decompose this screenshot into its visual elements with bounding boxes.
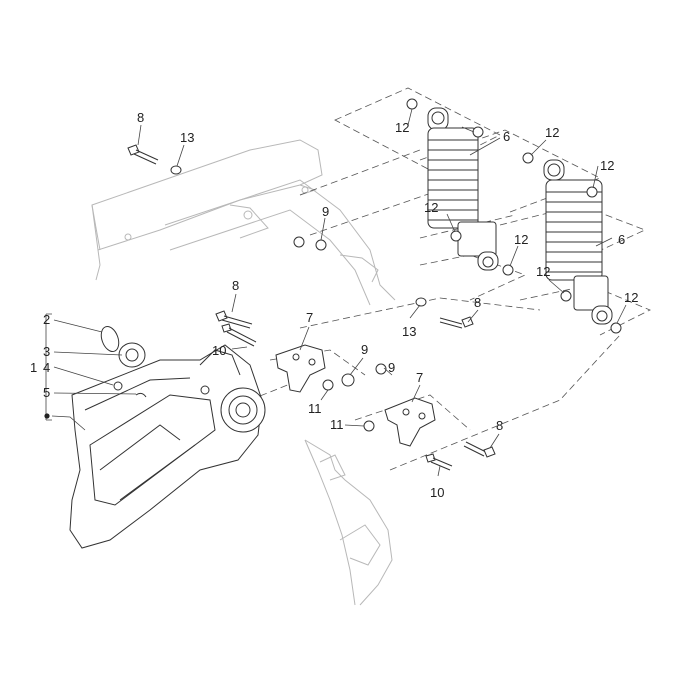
frame-outline	[91, 139, 396, 306]
callout-11: 11	[330, 417, 344, 432]
callout-2: 2	[43, 312, 50, 327]
bolts	[127, 144, 496, 471]
bracket-lower	[384, 397, 436, 447]
callout-13: 13	[180, 130, 194, 145]
nuts-washers	[170, 98, 622, 432]
bracket-upper	[275, 344, 326, 393]
swingarm	[69, 344, 266, 549]
callout-11: 11	[308, 401, 322, 416]
callout-3: 3	[43, 344, 50, 359]
callout-9: 9	[388, 360, 395, 375]
callout-10: 10	[430, 485, 444, 500]
callout-12: 12	[624, 290, 638, 305]
callout-6: 6	[503, 129, 510, 144]
shock-absorber-left	[427, 107, 499, 271]
callout-dot	[44, 413, 50, 419]
callout-8: 8	[137, 110, 144, 125]
callout-12: 12	[600, 158, 614, 173]
bearing-assembly	[100, 325, 147, 398]
callout-8: 8	[496, 418, 503, 433]
callout-12: 12	[514, 232, 528, 247]
callout-12: 12	[395, 120, 409, 135]
callout-12: 12	[424, 200, 438, 215]
callout-5: 5	[43, 385, 50, 400]
callout-labels: 8 13 12 6 12 12 9 12 12 6 12 12 8 13 8 7…	[30, 110, 638, 500]
mudguard-outline	[304, 439, 393, 606]
callout-6: 6	[618, 232, 625, 247]
callout-8: 8	[474, 295, 481, 310]
shock-absorber-right	[543, 159, 613, 325]
callout-4: 4	[43, 360, 50, 375]
callout-13: 13	[402, 324, 416, 339]
callout-12: 12	[545, 125, 559, 140]
callout-7: 7	[416, 370, 423, 385]
callout-12: 12	[536, 264, 550, 279]
callout-9: 9	[361, 342, 368, 357]
leader-lines	[45, 108, 627, 477]
callout-10: 10	[212, 343, 226, 358]
callout-9: 9	[322, 204, 329, 219]
callout-7: 7	[306, 310, 313, 325]
callout-8: 8	[232, 278, 239, 293]
callout-1: 1	[30, 360, 37, 375]
